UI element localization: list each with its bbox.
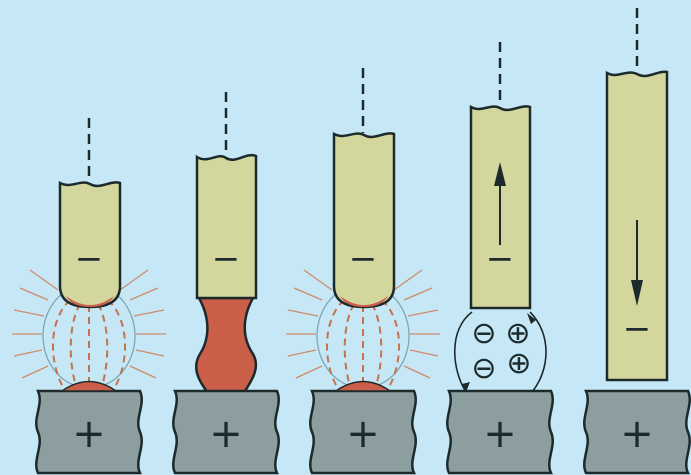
workpiece — [172, 389, 280, 475]
down-arrow-icon — [631, 280, 643, 306]
workpiece-sign: + — [483, 411, 517, 457]
electrode — [58, 180, 122, 309]
molten-drop — [340, 296, 388, 307]
electrode-sign: − — [349, 239, 378, 279]
workpiece-sign: + — [346, 411, 380, 457]
workpiece — [309, 389, 417, 475]
ion-circulation-loop — [453, 311, 547, 393]
workpiece-sign: + — [209, 411, 243, 457]
stage-2: − + — [172, 92, 280, 475]
negative-ion-icon: ⊖ — [471, 351, 496, 386]
loop-arrow-icon — [462, 382, 470, 392]
workpiece — [35, 389, 143, 475]
weld-pool — [333, 380, 393, 392]
positive-ion-icon: ⊕ — [506, 346, 531, 381]
electrode-sign: − — [623, 309, 652, 349]
electrode-sign: − — [486, 239, 515, 279]
stage-1: − + — [12, 118, 166, 475]
electrode-sign: − — [212, 239, 241, 279]
arc-glow-rays — [12, 269, 166, 379]
molten-bridge — [194, 296, 258, 398]
loop-arrow-icon — [527, 313, 536, 324]
negative-ion-icon: ⊖ — [471, 316, 496, 351]
workpiece-sign: + — [72, 411, 106, 457]
up-arrow-icon — [494, 162, 506, 186]
field-lines — [51, 299, 127, 393]
field-lines — [325, 299, 401, 393]
workpiece-sign: + — [620, 411, 654, 457]
stage-5: − + — [583, 8, 691, 475]
weld-pool — [59, 380, 119, 392]
electrode — [332, 131, 396, 309]
electrode-sign: − — [75, 239, 104, 279]
workpiece — [446, 389, 554, 475]
electrode — [195, 153, 258, 300]
stage-3: − + — [286, 68, 440, 475]
arc-glow-rays — [286, 269, 440, 379]
stage-4: − ⊖ ⊕ ⊖ ⊕ + — [446, 42, 554, 475]
positive-ion-icon: ⊕ — [505, 316, 530, 351]
molten-drop — [66, 296, 114, 307]
workpiece — [583, 389, 691, 475]
